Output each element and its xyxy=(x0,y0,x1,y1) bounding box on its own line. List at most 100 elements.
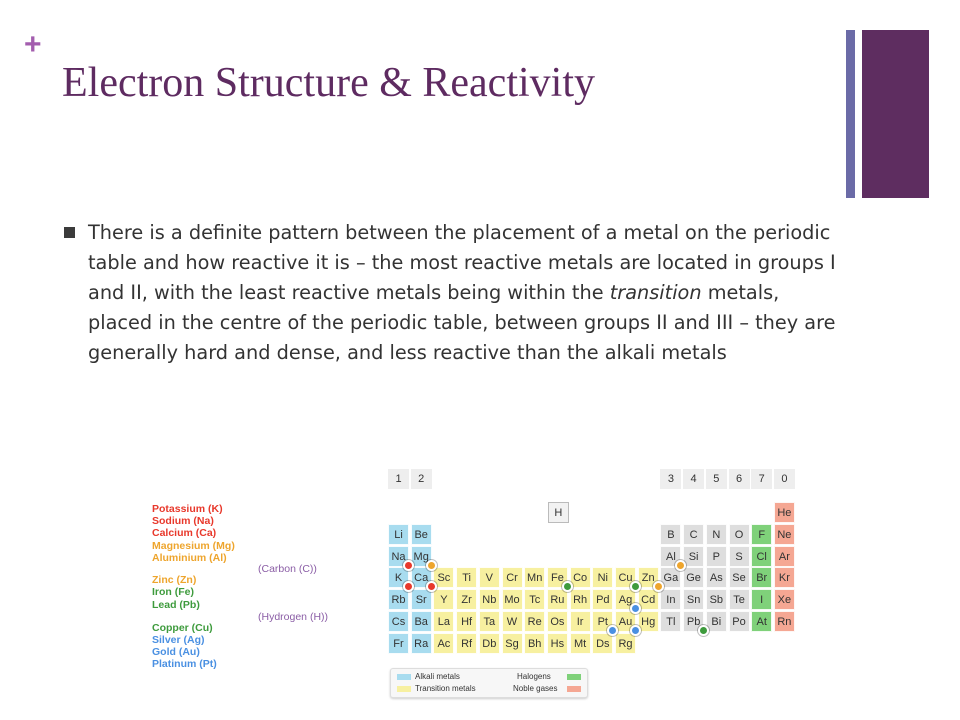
element-ar: Ar xyxy=(773,545,795,567)
element-hs: Hs xyxy=(546,632,568,654)
series-item-gold: Gold (Au) xyxy=(152,646,200,658)
element-p: P xyxy=(705,545,727,567)
group-header-2: 2 xyxy=(410,469,432,489)
element-re: Re xyxy=(524,611,546,632)
highlight-dot-k xyxy=(403,581,414,593)
periodic-table-legend: Alkali metals Transition metals Halogens… xyxy=(390,668,588,698)
element-db: Db xyxy=(478,632,500,654)
element-pd: Pd xyxy=(592,589,614,611)
element-tl: Tl xyxy=(660,611,682,632)
group-header-7: 7 xyxy=(751,469,773,489)
slide-title: Electron Structure & Reactivity xyxy=(62,60,595,106)
legend-label-alkali: Alkali metals xyxy=(415,672,460,681)
highlight-dot-na xyxy=(403,559,414,571)
bullet-square-icon xyxy=(64,227,75,238)
legend-label-noble: Noble gases xyxy=(513,684,558,693)
hydrogen-reference: (Hydrogen (H)) xyxy=(258,611,329,623)
legend-swatch-alkali xyxy=(397,674,411,680)
element-co: Co xyxy=(569,567,591,589)
element-h: H xyxy=(547,502,569,523)
element-mt: Mt xyxy=(569,632,591,654)
element-kr: Kr xyxy=(773,567,795,589)
legend-swatch-transition xyxy=(397,686,411,692)
highlight-dot-cu xyxy=(630,581,641,593)
element-xe: Xe xyxy=(773,589,795,611)
element-ra: Ra xyxy=(410,632,432,654)
bullet-text: There is a definite pattern between the … xyxy=(88,218,844,368)
element-ds: Ds xyxy=(592,632,614,654)
element-w: W xyxy=(501,611,523,632)
element-hf: Hf xyxy=(456,611,478,632)
element-ba: Ba xyxy=(410,611,432,632)
element-te: Te xyxy=(728,589,750,611)
series-item-iron: Iron (Fe) xyxy=(152,586,194,598)
legend-swatch-halogens xyxy=(567,674,581,680)
element-o: O xyxy=(728,523,750,545)
element-rf: Rf xyxy=(456,632,478,654)
element-as: As xyxy=(705,567,727,589)
element-sn: Sn xyxy=(683,589,705,611)
series-item-silver: Silver (Ag) xyxy=(152,634,205,646)
element-tc: Tc xyxy=(524,589,546,611)
element-li: Li xyxy=(388,523,409,545)
element-sb: Sb xyxy=(705,589,727,611)
element-ta: Ta xyxy=(478,611,500,632)
element-rb: Rb xyxy=(388,589,409,611)
element-ne: Ne xyxy=(773,523,795,545)
highlight-dot-ag xyxy=(630,603,641,615)
element-sr: Sr xyxy=(410,589,432,611)
bullet-text-part-2: metals, placed in the centre of the peri… xyxy=(88,281,836,364)
highlight-dot-pt xyxy=(607,625,619,636)
element-la: La xyxy=(433,611,455,632)
element-mn: Mn xyxy=(524,567,546,589)
element-he: He xyxy=(773,502,795,523)
highlight-dot-mg xyxy=(425,559,437,571)
highlight-dot-au xyxy=(630,625,641,636)
group-header-5: 5 xyxy=(705,469,727,489)
element-y: Y xyxy=(433,589,455,611)
bullet-text-italic: transition xyxy=(609,281,702,304)
element-ir: Ir xyxy=(569,611,591,632)
series-item-magnesium: Magnesium (Mg) xyxy=(152,540,235,552)
element-at: At xyxy=(751,611,773,632)
element-zr: Zr xyxy=(456,589,478,611)
element-v: V xyxy=(478,567,500,589)
element-cs: Cs xyxy=(388,611,409,632)
legend-label-halogens: Halogens xyxy=(517,672,551,681)
element-si: Si xyxy=(683,545,705,567)
element-ge: Ge xyxy=(683,567,705,589)
element-cr: Cr xyxy=(501,567,523,589)
element-hg: Hg xyxy=(637,611,659,632)
element-in: In xyxy=(660,589,682,611)
highlight-dot-fe xyxy=(561,581,573,593)
element-sc: Sc xyxy=(433,567,455,589)
series-item-sodium: Sodium (Na) xyxy=(152,515,214,527)
element-rh: Rh xyxy=(569,589,591,611)
element-i: I xyxy=(751,589,773,611)
series-item-aluminium: Aluminium (Al) xyxy=(152,552,227,564)
highlight-dot-ca xyxy=(425,581,437,593)
element-cl: Cl xyxy=(751,545,773,567)
group-header-3: 3 xyxy=(660,469,682,489)
series-item-potassium: Potassium (K) xyxy=(152,503,223,515)
element-bh: Bh xyxy=(524,632,546,654)
plus-icon: + xyxy=(24,28,42,61)
legend-swatch-noble xyxy=(567,686,581,692)
element-bi: Bi xyxy=(705,611,727,632)
highlight-dot-zn xyxy=(652,581,664,593)
element-s: S xyxy=(728,545,750,567)
element-rg: Rg xyxy=(615,632,636,654)
decorative-bar-thin xyxy=(846,30,855,198)
element-f: F xyxy=(751,523,773,545)
series-item-lead: Lead (Pb) xyxy=(152,599,200,611)
element-ga: Ga xyxy=(660,567,682,589)
element-cd: Cd xyxy=(637,589,659,611)
element-ni: Ni xyxy=(592,567,614,589)
series-item-zinc: Zinc (Zn) xyxy=(152,574,197,586)
bullet-text-part-1: There is a definite pattern between the … xyxy=(88,221,836,304)
element-po: Po xyxy=(728,611,750,632)
element-ac: Ac xyxy=(433,632,455,654)
element-n: N xyxy=(705,523,727,545)
element-fr: Fr xyxy=(388,632,409,654)
